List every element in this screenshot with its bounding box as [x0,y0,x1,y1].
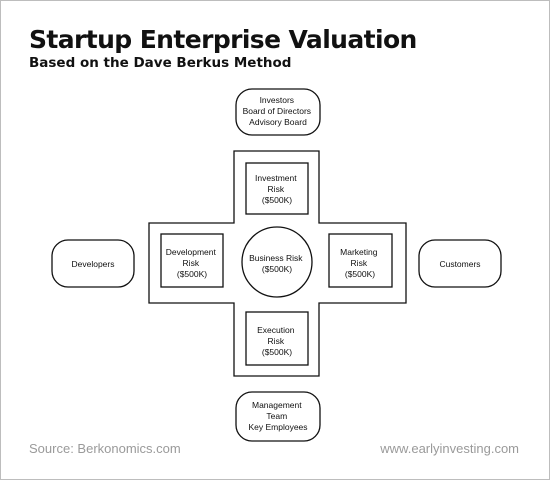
source-credit: Source: Berkonomics.com [29,441,181,456]
marketing-risk-box [328,233,393,288]
svg-text:Marketing Risk ($5: Marketing Risk ($500K) [340,247,380,279]
business-risk-label-line-2: ($500K) [262,264,292,274]
development-risk-box [160,233,224,288]
execution-risk-label-line-3: ($500K) [262,347,292,357]
development-risk-label-line-2: Risk [183,258,200,268]
svg-text:Management Team Ke: Management Team Key Employees [248,400,307,432]
management-label-line-3: Key Employees [248,422,307,432]
marketing-risk-label-line-3: ($500K) [345,269,375,279]
management-label-line-1: Management [252,400,302,410]
business-risk-label-line-1: Business Risk [249,253,303,263]
svg-text:Developers: Developers [72,259,115,269]
development-risk-label-line-3: ($500K) [177,269,207,279]
diagram-subtitle: Based on the Dave Berkus Method [29,55,292,71]
developers-label: Developers [72,259,115,269]
svg-text:Execution Risk ($5: Execution Risk ($500K) [257,325,297,357]
investment-risk-label-line-1: Investment [255,173,297,183]
svg-text:Development Risk (: Development Risk ($500K) [166,247,218,279]
site-credit: www.earlyinvesting.com [380,441,519,456]
developers-box [51,239,135,288]
investors-label-line-3: Advisory Board [249,117,307,127]
customers-label: Customers [439,259,480,269]
marketing-risk-label-line-1: Marketing [340,247,378,257]
diagram-title: Startup Enterprise Valuation [29,25,417,54]
business-risk-circle [241,226,313,298]
management-label-line-2: Team [266,411,287,421]
svg-text:Customers: Customers [439,259,480,269]
development-risk-label-line-1: Development [166,247,217,257]
execution-risk-label-line-1: Execution [257,325,295,335]
svg-text:Business Risk ($500K): Business Risk ($500K) [249,253,305,274]
marketing-risk-label-line-2: Risk [351,258,368,268]
svg-text:Investment Risk ($: Investment Risk ($500K) [255,173,299,205]
execution-risk-label-line-2: Risk [268,336,285,346]
investment-risk-box [245,162,309,215]
customers-box [418,239,502,288]
investment-risk-label-line-2: Risk [268,184,285,194]
investors-label-line-2: Board of Directors [243,106,312,116]
svg-text:Investors Board of Direc: Investors Board of Directors Advisory Bo… [243,95,314,127]
cross-outline [148,150,407,377]
investors-box [235,88,321,136]
investors-label-line-1: Investors [260,95,295,105]
execution-risk-box [245,311,309,366]
management-box [235,391,321,442]
investment-risk-label-line-3: ($500K) [262,195,292,205]
